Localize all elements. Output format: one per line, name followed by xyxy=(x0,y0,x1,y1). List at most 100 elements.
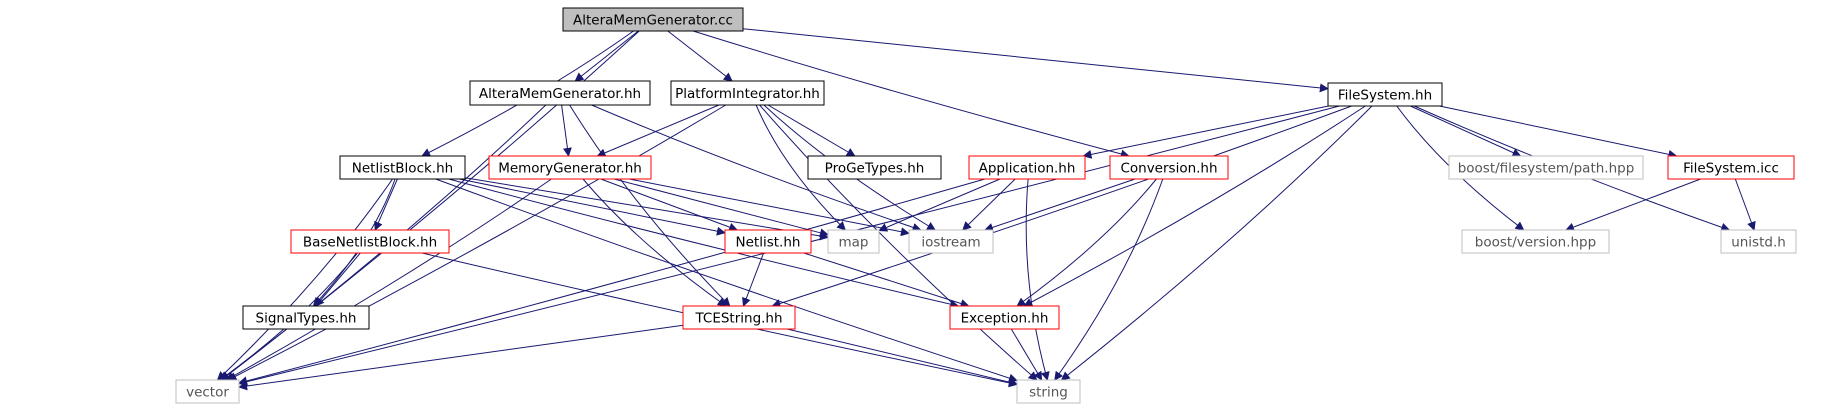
node-label: PlatformIntegrator.hh xyxy=(675,86,820,102)
edge-platformintegrator-hh-to-progetypes-hh xyxy=(767,104,856,157)
edge-netlist-hh-to-exception-hh xyxy=(803,252,970,308)
node-label: Netlist.hh xyxy=(736,235,801,251)
node-label: Exception.hh xyxy=(961,311,1049,327)
node-basenetlistblock-hh[interactable]: BaseNetlistBlock.hh xyxy=(290,229,450,254)
node-box xyxy=(175,379,240,404)
node-box xyxy=(682,305,796,330)
edge-alteramemgenerator-cc-to-alteramemgenerator-hh xyxy=(574,30,639,82)
node-box xyxy=(469,80,651,106)
edge-netlistblock-hh-to-netlist-hh xyxy=(459,178,726,236)
node-signaltypes-hh[interactable]: SignalTypes.hh xyxy=(242,305,370,330)
edge-filesystem-icc-to-boost-version-hpp xyxy=(1565,178,1701,232)
node-conversion-hh[interactable]: Conversion.hh xyxy=(1109,155,1229,180)
node-label: FileSystem.icc xyxy=(1683,161,1779,177)
edge-memorygenerator-hh-to-iostream xyxy=(629,178,910,237)
node-box xyxy=(242,305,370,330)
node-label: AlteraMemGenerator.hh xyxy=(479,86,641,102)
node-boost-version-hpp: boost/version.hpp xyxy=(1461,229,1610,254)
edge-netlistblock-hh-to-basenetlistblock-hh xyxy=(374,178,398,231)
node-box xyxy=(908,229,994,254)
node-label: TCEString.hh xyxy=(694,311,782,327)
node-label: boost/version.hpp xyxy=(1475,235,1596,251)
node-exception-hh[interactable]: Exception.hh xyxy=(949,305,1060,330)
node-label: iostream xyxy=(921,235,980,251)
node-alteramemgenerator-cc[interactable]: AlteraMemGenerator.cc xyxy=(562,7,744,32)
edge-filesystem-hh-to-string xyxy=(1060,105,1373,381)
node-label: AlteraMemGenerator.cc xyxy=(573,13,733,29)
node-filesystem-hh[interactable]: FileSystem.hh xyxy=(1327,82,1443,107)
edge-alteramemgenerator-cc-to-filesystem-hh xyxy=(742,28,1329,93)
node-box xyxy=(1327,82,1443,107)
node-alteramemgenerator-hh[interactable]: AlteraMemGenerator.hh xyxy=(469,80,651,106)
edge-platformintegrator-hh-to-vector xyxy=(227,104,727,381)
edge-basenetlistblock-hh-to-signaltypes-hh xyxy=(315,252,361,307)
edge-netlistblock-hh-to-string xyxy=(435,178,1018,383)
node-tcestring-hh[interactable]: TCEString.hh xyxy=(682,305,796,330)
node-box xyxy=(949,305,1060,330)
edge-memorygenerator-hh-to-netlist-hh xyxy=(600,178,739,232)
edge-alteramemgenerator-hh-to-memorygenerator-hh xyxy=(561,104,572,157)
node-label: NetlistBlock.hh xyxy=(352,161,453,177)
edge-tcestring-hh-to-vector xyxy=(238,324,684,391)
node-unistd-h: unistd.h xyxy=(1720,229,1797,254)
node-label: map xyxy=(839,235,869,251)
node-box xyxy=(290,229,450,254)
edge-filesystem-hh-to-filesystem-icc xyxy=(1439,105,1678,159)
edge-filesystem-icc-to-unistd-h xyxy=(1734,178,1756,231)
node-filesystem-icc[interactable]: FileSystem.icc xyxy=(1667,155,1795,180)
node-label: Application.hh xyxy=(979,161,1076,177)
node-map: map xyxy=(827,229,880,254)
node-label: unistd.h xyxy=(1731,235,1786,251)
node-box xyxy=(1461,229,1610,254)
node-box xyxy=(1109,155,1229,180)
node-netlistblock-hh[interactable]: NetlistBlock.hh xyxy=(339,155,466,180)
edge-platformintegrator-hh-to-memorygenerator-hh xyxy=(596,104,720,158)
edge-tcestring-hh-to-string xyxy=(786,328,1018,387)
dependency-edges xyxy=(216,28,1756,391)
node-box xyxy=(724,229,812,254)
edge-netlistblock-hh-to-exception-hh xyxy=(448,178,960,309)
edge-conversion-hh-to-iostream xyxy=(984,178,1136,232)
node-box xyxy=(1448,155,1644,180)
node-label: BaseNetlistBlock.hh xyxy=(303,235,437,251)
node-label: Conversion.hh xyxy=(1120,161,1217,177)
dependency-nodes: AlteraMemGenerator.ccAlteraMemGenerator.… xyxy=(175,7,1797,404)
node-memorygenerator-hh[interactable]: MemoryGenerator.hh xyxy=(488,155,652,180)
node-netlist-hh[interactable]: Netlist.hh xyxy=(724,229,812,254)
edge-filesystem-hh-to-tcestring-hh xyxy=(771,105,1352,308)
edge-platformintegrator-hh-to-map xyxy=(755,104,846,231)
node-progetypes-hh[interactable]: ProGeTypes.hh xyxy=(807,155,942,180)
node-box xyxy=(488,155,652,180)
node-label: vector xyxy=(186,385,229,401)
node-label: string xyxy=(1029,385,1068,401)
node-label: ProGeTypes.hh xyxy=(825,161,925,177)
edge-application-hh-to-string xyxy=(1025,178,1050,381)
node-boost-filesystem-path-hpp: boost/filesystem/path.hpp xyxy=(1448,155,1644,180)
edge-filesystem-hh-to-boost-filesystem-path-hpp xyxy=(1410,105,1522,157)
node-box xyxy=(562,7,744,32)
edge-conversion-hh-to-exception-hh xyxy=(1016,178,1157,307)
node-box xyxy=(339,155,466,180)
edge-application-hh-to-map xyxy=(878,178,1001,232)
edge-alteramemgenerator-cc-to-conversion-hh xyxy=(692,30,1130,159)
node-platformintegrator-hh[interactable]: PlatformIntegrator.hh xyxy=(670,80,825,106)
edge-conversion-hh-to-string xyxy=(1054,178,1164,381)
node-box xyxy=(670,80,825,106)
node-box xyxy=(1667,155,1795,180)
node-vector: vector xyxy=(175,379,240,404)
node-box xyxy=(1016,379,1081,404)
edge-application-hh-to-vector xyxy=(238,178,986,386)
edge-filesystem-hh-to-application-hh xyxy=(1082,105,1329,159)
edge-alteramemgenerator-cc-to-platformintegrator-hh xyxy=(667,30,733,82)
edge-netlist-hh-to-tcestring-hh xyxy=(742,252,765,307)
node-label: boost/filesystem/path.hpp xyxy=(1458,161,1635,177)
node-string: string xyxy=(1016,379,1081,404)
node-box xyxy=(827,229,880,254)
node-application-hh[interactable]: Application.hh xyxy=(968,155,1086,180)
edge-memorygenerator-hh-to-vector xyxy=(225,178,552,381)
node-box xyxy=(807,155,942,180)
node-label: SignalTypes.hh xyxy=(256,311,357,327)
node-box xyxy=(968,155,1086,180)
edge-platformintegrator-hh-to-string xyxy=(759,104,1038,381)
